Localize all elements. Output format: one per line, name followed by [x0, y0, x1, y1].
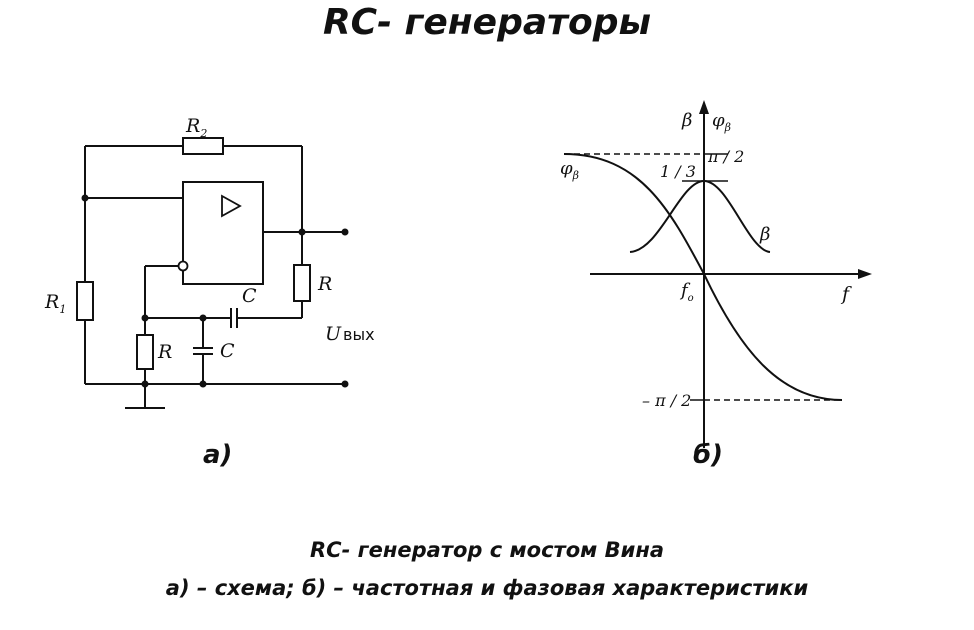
label-pi-half: π / 2 [707, 147, 744, 166]
inversion-bubble [177, 260, 189, 272]
label-amplitude-curve: β [759, 224, 770, 245]
op-amp [182, 181, 264, 285]
label-r2: R2 [185, 115, 207, 140]
graph-sublabel: б) [693, 440, 724, 470]
junction-dot [199, 380, 207, 388]
junction-dot [298, 228, 306, 236]
phase-curve [563, 153, 843, 401]
label-minus-pi-half: – π / 2 [642, 391, 691, 410]
terminal-dot [341, 228, 349, 236]
label-beta-axis: β [681, 110, 692, 131]
junction-dot [141, 314, 149, 322]
label-c-parallel: C [220, 340, 235, 362]
label-r-lower: R [157, 341, 172, 363]
y-axis-arrow-icon [699, 100, 709, 114]
label-phi-axis: φβ [712, 110, 731, 134]
label-c-series: C [242, 285, 257, 307]
label-r-output: R [317, 273, 332, 295]
label-origin: fo [679, 280, 694, 304]
label-x-axis: f [840, 283, 852, 305]
page-title: RC- генераторы [322, 2, 652, 43]
caption-line-2: а) – схема; б) – частотная и фазовая хар… [165, 576, 809, 600]
label-one-third: 1 / 3 [660, 162, 696, 181]
junction-dot [199, 314, 207, 322]
label-r1: R1 [44, 291, 66, 316]
caption-line-1: RC- генератор с мостом Вина [310, 538, 664, 562]
x-axis-arrow-icon [858, 269, 872, 279]
junction-dot [141, 380, 149, 388]
label-phase-curve: φβ [560, 158, 579, 182]
amplitude-curve [629, 179, 771, 253]
terminal-dot [341, 380, 349, 388]
op-amp-triangle-icon [221, 194, 242, 218]
schematic-sublabel: а) [203, 440, 233, 470]
junction-dot [81, 194, 89, 202]
